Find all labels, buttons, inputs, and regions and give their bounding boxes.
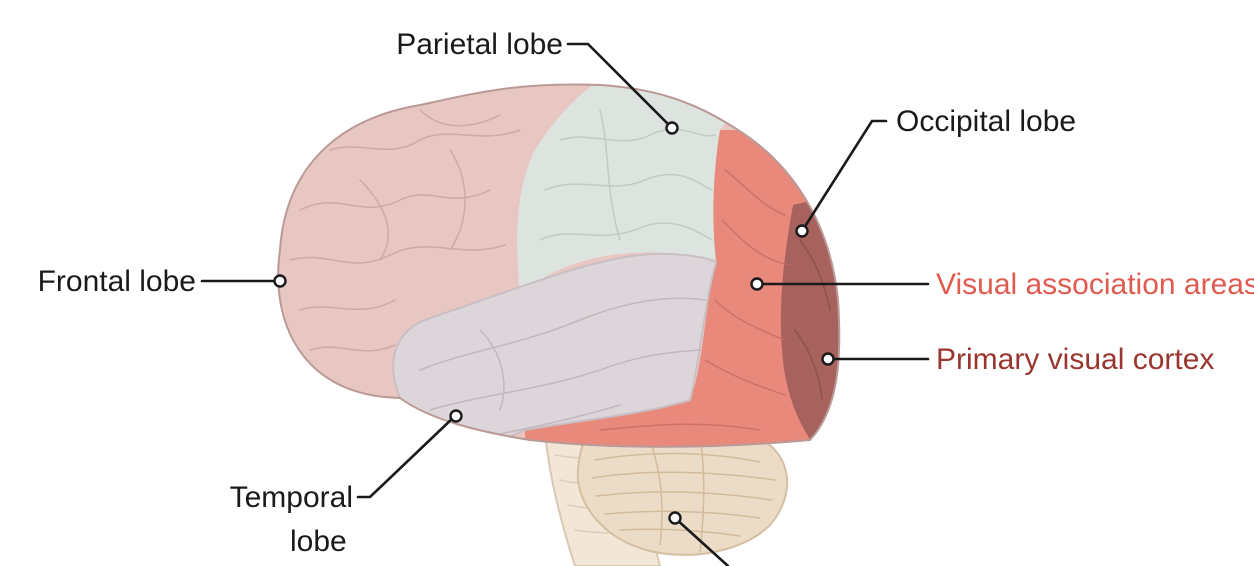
primary-visual-cortex-edge: [780, 205, 840, 442]
label-occipital-lobe: Occipital lobe: [896, 105, 1076, 138]
label-parietal-lobe: Parietal lobe: [396, 28, 563, 61]
dot-occipital: [795, 224, 809, 238]
dot-parietal: [665, 121, 679, 135]
leader-parietal: [566, 42, 674, 130]
leader-temporal: [356, 414, 457, 499]
leader-cerebellum: [673, 516, 730, 566]
label-primary-visual-cortex: Primary visual cortex: [936, 343, 1214, 376]
label-temporal-line2: lobe: [290, 525, 347, 558]
dot-frontal: [273, 274, 287, 288]
dot-visual-association: [750, 277, 764, 291]
label-visual-association-areas: Visual association areas: [936, 268, 1254, 301]
dot-primary-visual: [821, 352, 835, 366]
label-temporal-line1: Temporal: [230, 481, 353, 514]
dot-temporal: [449, 409, 463, 423]
leader-occipital: [802, 119, 888, 230]
label-frontal-lobe: Frontal lobe: [38, 265, 196, 298]
dot-cerebellum: [668, 511, 682, 525]
cerebrum-outline: [277, 83, 841, 448]
